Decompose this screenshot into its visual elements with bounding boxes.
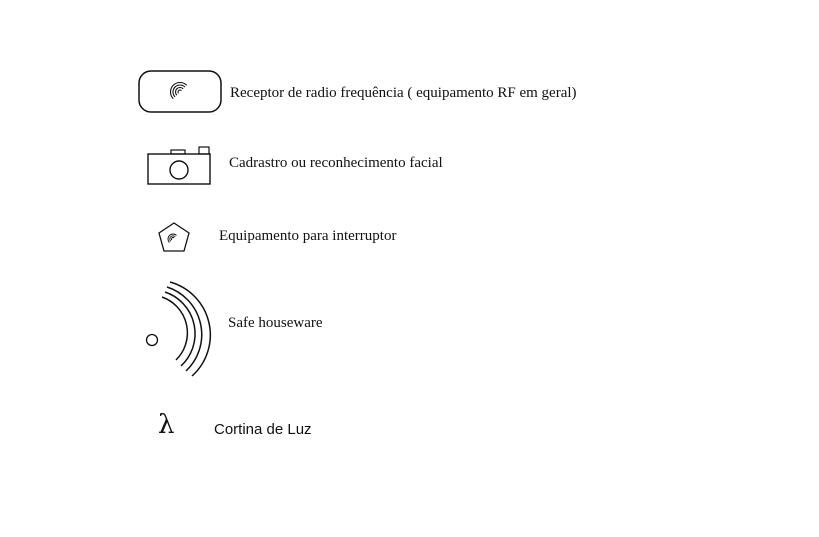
- lambda-icon: λ: [158, 410, 175, 440]
- light-curtain-label: Cortina de Luz: [214, 421, 312, 438]
- safe-houseware-label: Safe houseware: [228, 315, 323, 331]
- facial-recognition-label: Cadrastro ou reconhecimento facial: [229, 155, 443, 171]
- rf-receiver-icon: [138, 70, 223, 114]
- rf-receiver-label: Receptor de radio frequência ( equipamen…: [230, 85, 577, 101]
- pentagon-wireless-icon: [157, 221, 192, 255]
- camera-icon: [147, 146, 213, 186]
- switch-equipment-label: Equipamento para interruptor: [219, 228, 397, 244]
- signal-waves-icon: [140, 281, 215, 380]
